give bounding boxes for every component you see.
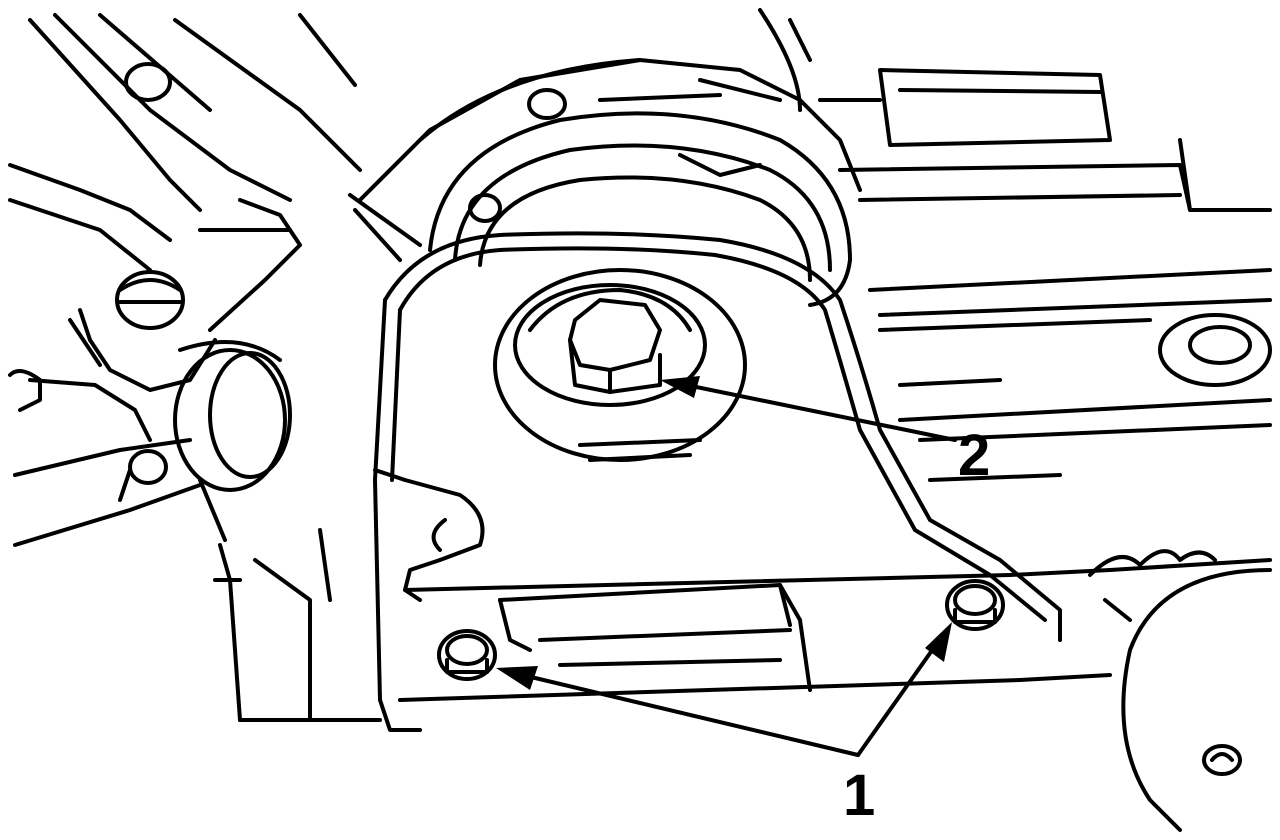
callout-arrow-1-right bbox=[856, 622, 952, 757]
callout-label-2: 2 bbox=[958, 423, 990, 488]
right-engine-block bbox=[818, 68, 1272, 622]
left-bracket-bolt bbox=[8, 270, 217, 547]
lower-housing bbox=[213, 528, 1112, 722]
center-bolt bbox=[493, 268, 747, 462]
left-shaft-collar bbox=[118, 340, 292, 542]
upper-left-arm bbox=[8, 13, 362, 332]
upper-pulley bbox=[348, 8, 862, 307]
callout-label-1: 1 bbox=[843, 763, 875, 828]
lower-bolt-right bbox=[945, 579, 1005, 631]
right-pulley bbox=[1121, 568, 1272, 832]
callout-arrow-2 bbox=[660, 376, 957, 442]
callout-arrow-1-left bbox=[496, 666, 860, 757]
lower-bolt-left bbox=[437, 629, 497, 681]
bracket-plate bbox=[373, 231, 1062, 732]
